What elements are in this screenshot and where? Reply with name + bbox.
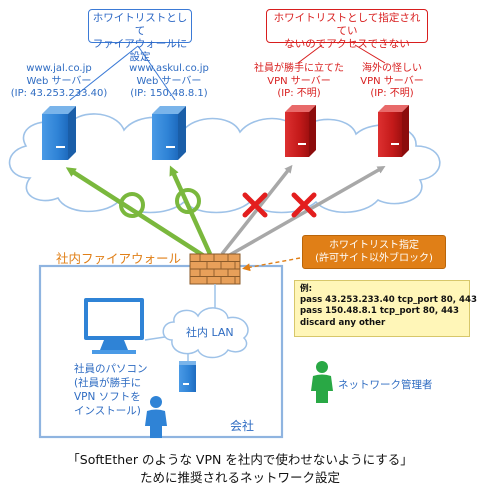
server-icon — [42, 106, 76, 160]
cross-mark-icon — [291, 192, 317, 218]
company-label: 会社 — [230, 419, 255, 433]
person-icon — [145, 396, 167, 438]
server-label-askul: www.askul.co.jp Web サーバー (IP: 150.48.8.1… — [129, 63, 209, 99]
example-rules-box: 例: pass 43.253.233.40 tcp_port 80, 443 p… — [294, 280, 477, 337]
monitor-icon — [84, 298, 144, 354]
not-whitelisted-callout: ホワイトリストとして指定されてい ないのでアクセスできない — [266, 9, 428, 50]
lan-label: 社内 LAN — [186, 326, 234, 339]
rule-line: pass 43.253.233.40 tcp_port 80, 443 — [300, 295, 477, 306]
pc-tower-icon — [179, 361, 196, 392]
brick-wall-icon — [189, 253, 241, 285]
rule-line: pass 150.48.8.1 tcp_port 80, 443 — [300, 306, 460, 317]
blocked-arrow — [227, 166, 386, 258]
rule-line: discard any other — [300, 317, 386, 328]
cross-mark-icon — [242, 192, 268, 218]
server-icon — [378, 105, 409, 157]
server-label-jal: www.jal.co.jp Web サーバー (IP: 43.253.233.4… — [10, 63, 108, 99]
cloud-icon — [162, 307, 249, 359]
server-icon — [152, 106, 186, 160]
admin-label: ネットワーク管理者 — [338, 379, 433, 391]
server-label-overseas-vpn: 海外の怪しい VPN サーバー (IP: 不明) — [360, 63, 424, 99]
firewall-label: 社内ファイアウォール — [56, 251, 182, 266]
person-icon — [311, 361, 333, 403]
pc-label: 社員のパソコン (社員が勝手に VPN ソフトを インストール) — [74, 363, 148, 417]
server-label-rogue-vpn: 社員が勝手に立てた VPN サーバー (IP: 不明) — [254, 63, 344, 99]
whitelist-set-callout: ホワイトリストとして ファイアウォールに設定 — [88, 9, 192, 63]
server-icon — [285, 105, 316, 157]
cloud-icon — [8, 113, 441, 214]
blocked-arrow — [220, 164, 293, 256]
whitelist-spec-callout: ホワイトリスト指定 (許可サイト以外ブロック) — [302, 235, 446, 269]
caption-line: 「SoftEther のような VPN を社内で使わせないようにする」 — [67, 452, 413, 467]
example-title: 例: — [300, 284, 313, 294]
circle-mark-icon — [119, 192, 145, 218]
caption: 「SoftEther のような VPN を社内で使わせないようにする」 ために推… — [0, 451, 480, 487]
circle-mark-icon — [175, 188, 201, 214]
caption-line: ために推奨されるネットワーク設定 — [139, 470, 340, 485]
